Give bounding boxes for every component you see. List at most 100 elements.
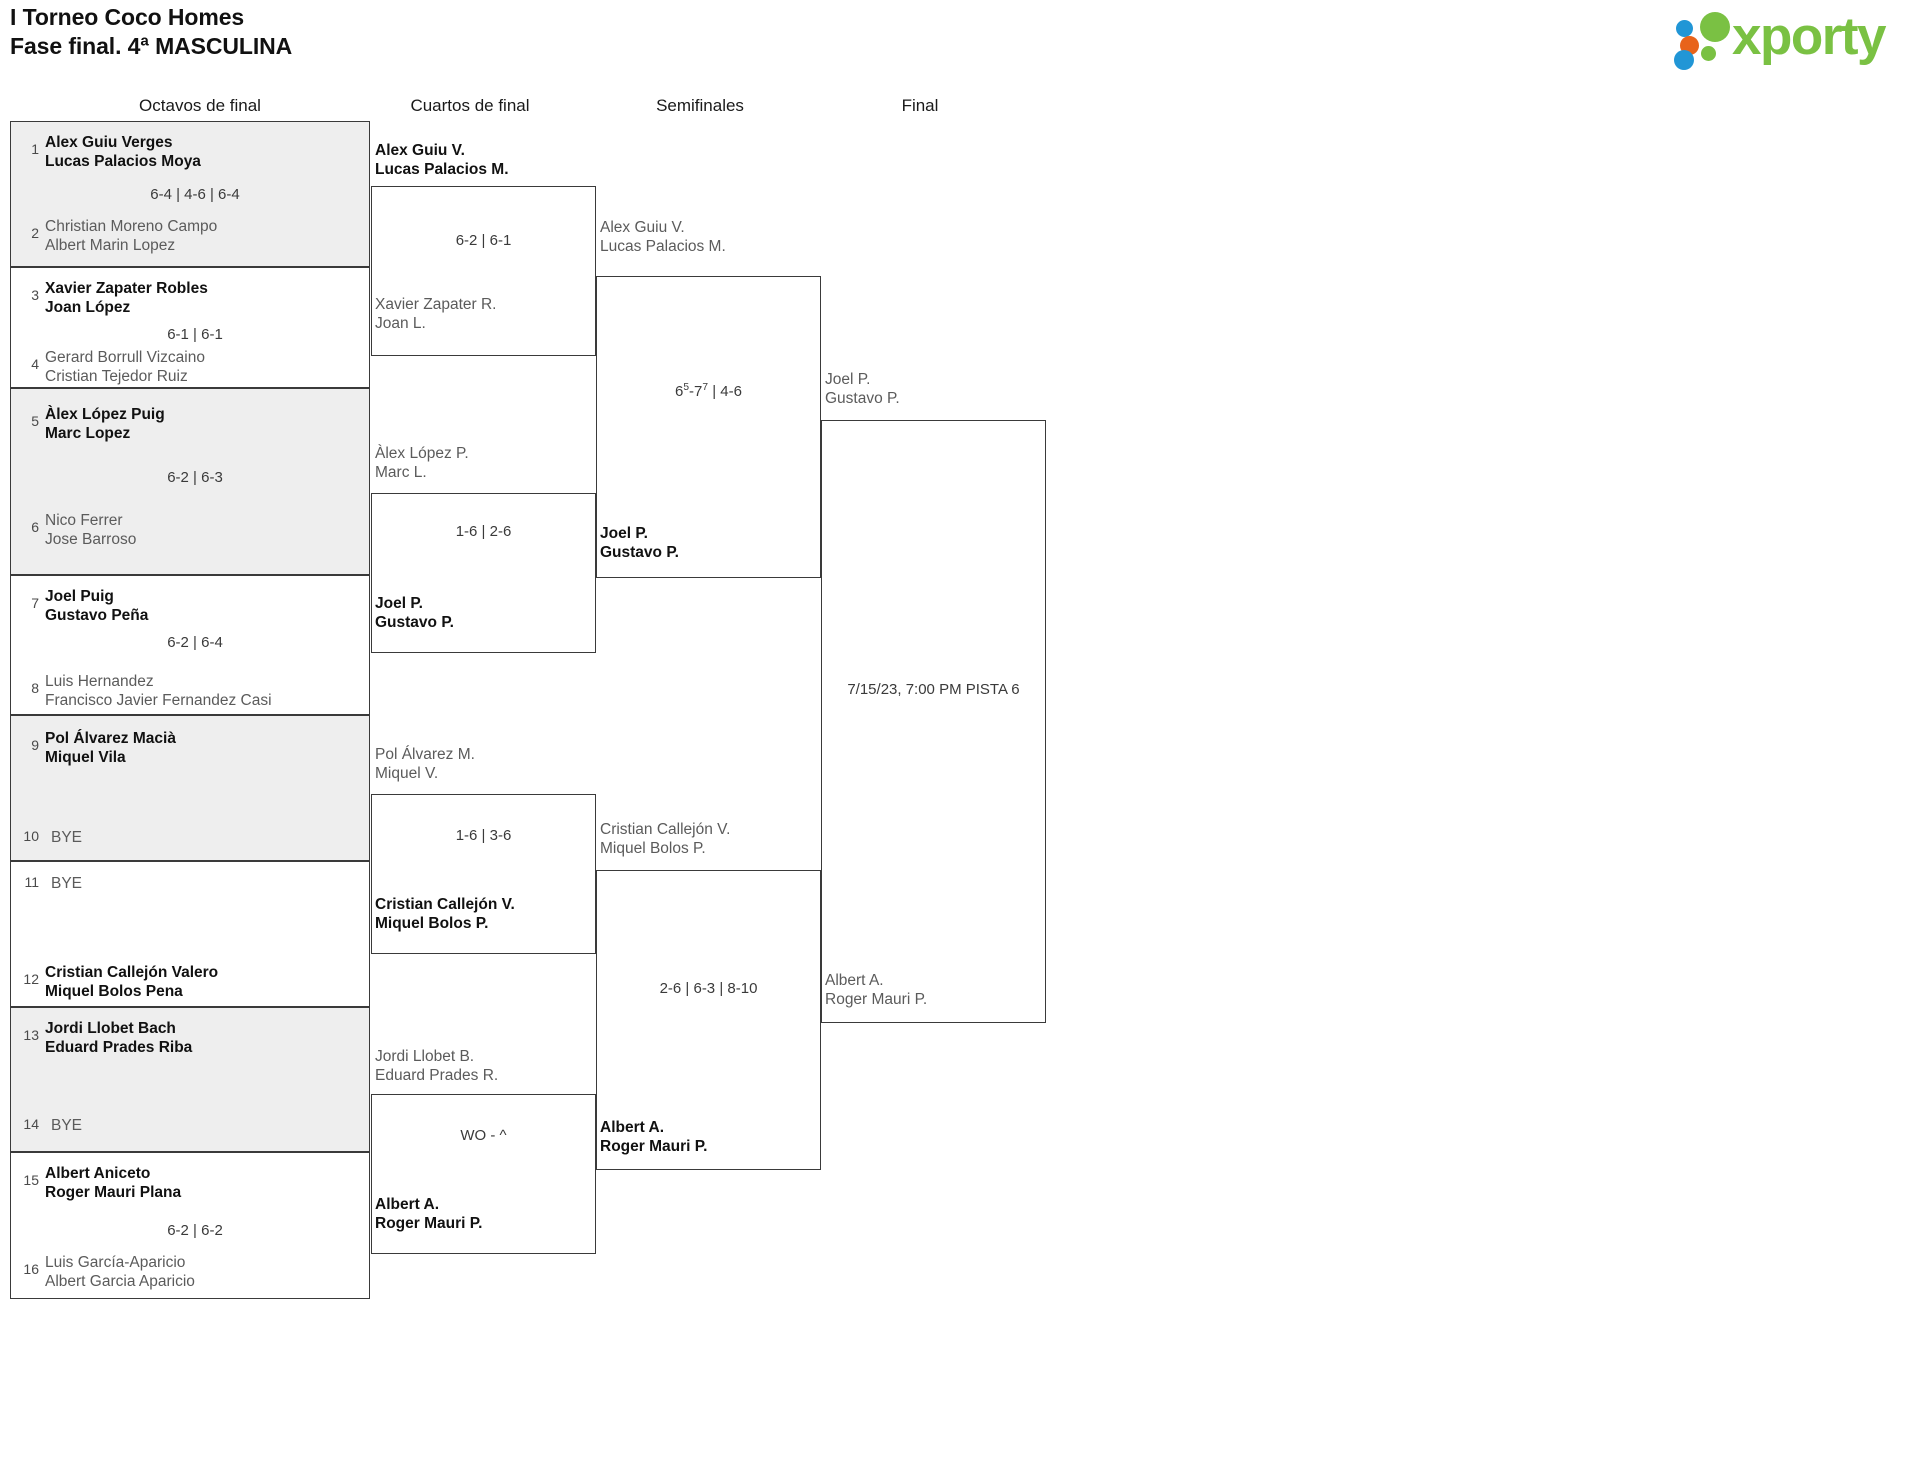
seed-number: 15 — [23, 1172, 39, 1188]
r2-match-4-bottom-player-2: Roger Mauri P. — [375, 1215, 483, 1232]
seed-number: 3 — [31, 287, 39, 303]
seed-number: 14 — [23, 1116, 39, 1132]
seed-number: 7 — [31, 595, 39, 611]
round-header-semifinales: Semifinales — [656, 96, 744, 115]
team-player-2: Joan López — [45, 299, 131, 316]
r1-match-5[interactable]: 9 Pol Álvarez Macià Miquel Vila 10 BYE — [10, 715, 370, 861]
team-player-1: Àlex López Puig — [45, 406, 165, 423]
r3-match-2-bottom-player-1: Albert A. — [600, 1119, 665, 1136]
logo-dots-icon — [1674, 10, 1736, 70]
team-bye: BYE — [51, 829, 83, 846]
team-player-2: Miquel Bolos Pena — [45, 983, 183, 1000]
seed-number: 11 — [24, 874, 39, 890]
team-player-2: Gustavo Peña — [45, 607, 149, 624]
r2-match-3-box[interactable] — [371, 794, 596, 954]
team-player-2: Jose Barroso — [45, 531, 137, 548]
r1-match-7[interactable]: 13 Jordi Llobet Bach Eduard Prades Riba … — [10, 1007, 370, 1152]
round-header-cuartos: Cuartos de final — [410, 96, 530, 115]
r4-final-box[interactable] — [821, 420, 1046, 1023]
match-score: 6-2 | 6-3 — [167, 469, 223, 486]
seed-number: 1 — [31, 141, 39, 157]
team-player-1: Xavier Zapater Robles — [45, 280, 208, 297]
r2-match-4-top-player-1: Jordi Llobet B. — [375, 1048, 475, 1065]
seed-number: 13 — [23, 1027, 39, 1043]
seed-number: 8 — [31, 680, 39, 696]
r3-match-1-box[interactable] — [596, 276, 821, 578]
team-player-1: Jordi Llobet Bach — [45, 1020, 176, 1037]
r3-match-2-top-player-1: Cristian Callejón V. — [600, 821, 731, 838]
team-player-1: Luis García-Aparicio — [45, 1254, 186, 1271]
team-player-1: Gerard Borrull Vizcaino — [45, 349, 205, 366]
logo-dot-blue-bottom — [1674, 50, 1694, 70]
team-player-1: Pol Álvarez Macià — [45, 730, 176, 747]
r3-match-1-score: 65-77 | 4-6 — [675, 382, 742, 400]
r1-match-4[interactable]: 7 Joel Puig Gustavo Peña 6-2 | 6-4 8 Lui… — [10, 575, 370, 715]
tournament-title-block: I Torneo Coco Homes Fase final. 4ª MASCU… — [10, 3, 292, 62]
r2-match-2-bottom-player-2: Gustavo P. — [375, 614, 454, 631]
r2-match-2-top-player-2: Marc L. — [375, 464, 427, 481]
r3-match-1-top-player-2: Lucas Palacios M. — [600, 238, 726, 255]
r2-match-2-box[interactable] — [371, 493, 596, 653]
r1-match-6[interactable]: 11 BYE 12 Cristian Callejón Valero Mique… — [10, 861, 370, 1007]
r2-match-1-top-player-2: Lucas Palacios M. — [375, 161, 509, 178]
r3-match-2-box[interactable] — [596, 870, 821, 1170]
team-player-2: Albert Marin Lopez — [45, 237, 176, 254]
team-player-2: Eduard Prades Riba — [45, 1039, 193, 1056]
tournament-phase: Fase final. 4ª MASCULINA — [10, 33, 293, 60]
r1-match-8[interactable]: 15 Albert Aniceto Roger Mauri Plana 6-2 … — [10, 1152, 370, 1299]
seed-number: 4 — [31, 356, 39, 372]
r2-match-3-top-player-2: Miquel V. — [375, 765, 439, 782]
seed-number: 9 — [31, 737, 39, 753]
logo-dot-blue-top — [1676, 20, 1693, 37]
r2-match-1-score: 6-2 | 6-1 — [455, 232, 512, 249]
xporty-logo: xporty — [1674, 6, 1904, 70]
r3-match-1-bottom-player-2: Gustavo P. — [600, 544, 679, 561]
r2-match-1-bottom-player-1: Xavier Zapater R. — [375, 296, 497, 313]
r3-match-2-top-player-2: Miquel Bolos P. — [600, 840, 706, 857]
r2-match-4-bottom-player-1: Albert A. — [375, 1196, 440, 1213]
team-player-2: Miquel Vila — [45, 749, 126, 766]
team-player-1: Albert Aniceto — [45, 1165, 151, 1182]
r2-match-1-box[interactable] — [371, 186, 596, 356]
seed-number: 6 — [31, 519, 39, 535]
match-score: 6-2 | 6-2 — [167, 1222, 223, 1239]
team-player-2: Francisco Javier Fernandez Casi — [45, 692, 272, 709]
r1-match-1[interactable]: 1 Alex Guiu Verges Lucas Palacios Moya 6… — [10, 121, 370, 267]
tournament-name: I Torneo Coco Homes — [10, 4, 245, 30]
r2-match-1-top-player-1: Alex Guiu V. — [375, 142, 465, 159]
team-player-1: Christian Moreno Campo — [45, 218, 218, 235]
r3-match-2-bottom-player-2: Roger Mauri P. — [600, 1138, 708, 1155]
team-player-1: Joel Puig — [45, 588, 114, 605]
r2-match-2-bottom-player-1: Joel P. — [375, 595, 423, 612]
r2-match-4-top-player-2: Eduard Prades R. — [375, 1067, 499, 1084]
page-header: I Torneo Coco Homes Fase final. 4ª MASCU… — [0, 0, 1920, 80]
r2-match-3-bottom-player-2: Miquel Bolos P. — [375, 915, 489, 932]
seed-number: 5 — [31, 413, 39, 429]
team-player-1: Luis Hernandez — [45, 673, 154, 690]
logo-dot-green-large — [1700, 12, 1730, 42]
match-score: 6-4 | 4-6 | 6-4 — [150, 186, 240, 203]
seed-number: 10 — [23, 828, 39, 844]
team-player-1: Nico Ferrer — [45, 512, 123, 529]
r4-top-player-1: Joel P. — [825, 371, 871, 388]
r2-match-3-top-player-1: Pol Álvarez M. — [375, 746, 475, 763]
match-score: 6-2 | 6-4 — [167, 634, 223, 651]
r4-bottom-player-1: Albert A. — [825, 972, 884, 989]
round-header-final: Final — [901, 96, 939, 115]
r3-match-1-top-player-1: Alex Guiu V. — [600, 219, 685, 236]
team-player-2: Cristian Tejedor Ruiz — [45, 368, 188, 385]
r2-match-3-score: 1-6 | 3-6 — [455, 827, 512, 844]
match-score: 6-1 | 6-1 — [167, 326, 223, 343]
r2-match-4-box[interactable] — [371, 1094, 596, 1254]
r3-match-1-bottom-player-1: Joel P. — [600, 525, 648, 542]
r2-match-1-bottom-player-2: Joan L. — [375, 315, 426, 332]
team-player-2: Marc Lopez — [45, 425, 131, 442]
r4-final-schedule: 7/15/23, 7:00 PM PISTA 6 — [847, 681, 1020, 698]
round-header-octavos: Octavos de final — [139, 96, 261, 115]
r4-top-player-2: Gustavo P. — [825, 390, 900, 407]
r1-match-2[interactable]: 3 Xavier Zapater Robles Joan López 6-1 |… — [10, 267, 370, 388]
r4-bottom-player-2: Roger Mauri P. — [825, 991, 928, 1008]
r2-match-2-score: 1-6 | 2-6 — [455, 523, 512, 540]
r1-match-3[interactable]: 5 Àlex López Puig Marc Lopez 6-2 | 6-3 6… — [10, 388, 370, 575]
logo-dot-green-small — [1701, 46, 1716, 61]
